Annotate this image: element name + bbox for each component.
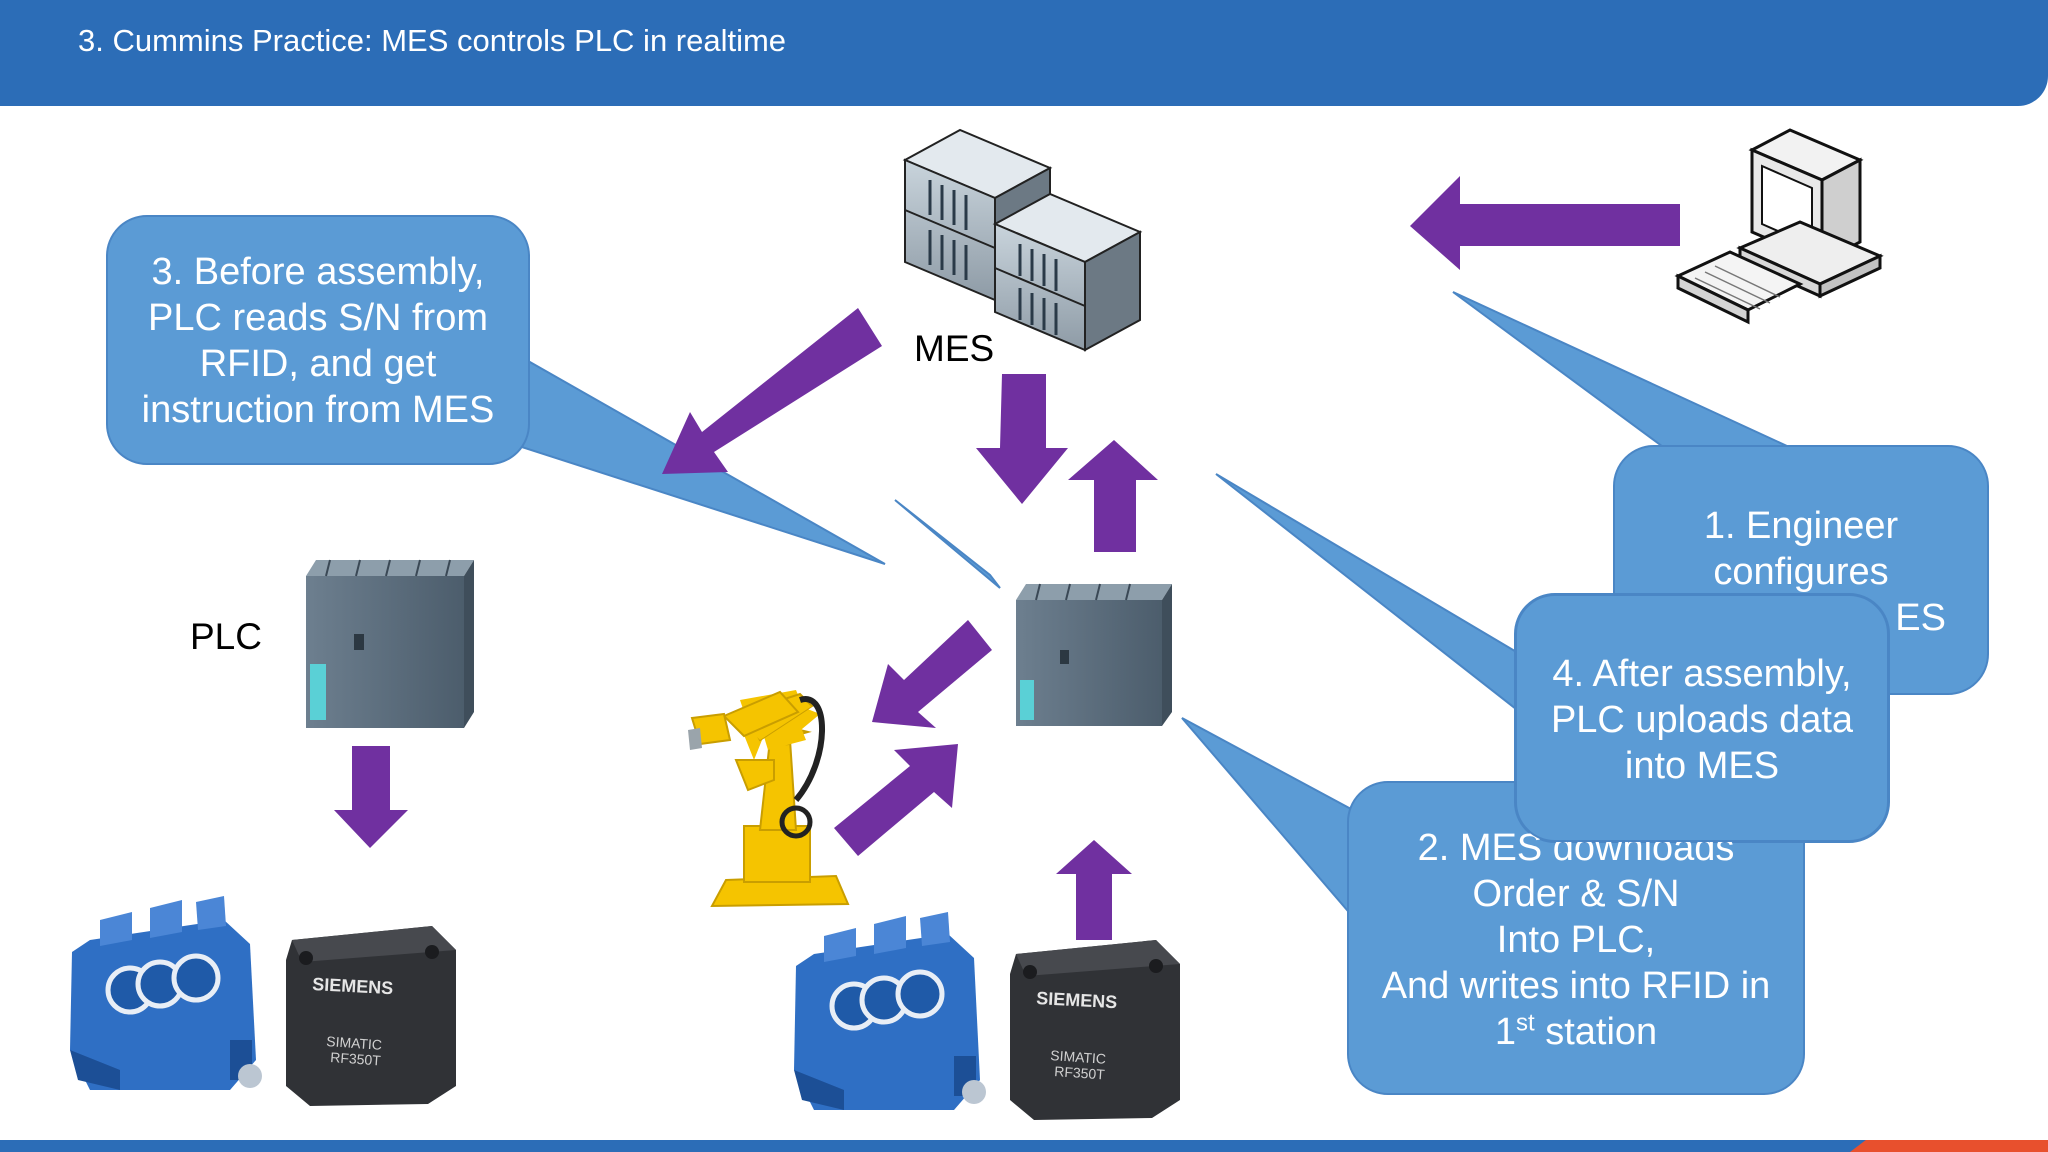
callout-step2	[1181, 717, 1805, 1095]
rfid-left-model-2: RF350T	[330, 1049, 382, 1069]
rfid-left-brand: SIEMENS	[312, 974, 394, 998]
arrow-plc-to-robot	[872, 620, 992, 728]
rfid-center-model-1: SIMATIC	[1050, 1047, 1107, 1067]
arrow-pc-to-mes	[1410, 176, 1680, 270]
plc-label: PLC	[190, 616, 262, 657]
slide-title: 3. Cummins Practice: MES controls PLC in…	[78, 23, 787, 58]
arrow-robot-to-plc	[834, 744, 958, 856]
rfid-tag-left-icon: SIEMENS SIMATIC RF350T	[286, 926, 456, 1106]
title-bar: 3. Cummins Practice: MES controls PLC in…	[0, 0, 2048, 106]
rfid-center-model-2: RF350T	[1054, 1063, 1106, 1083]
callout-step1-text: 1. Engineer configures ES	[1703, 505, 1946, 639]
rfid-left-model-1: SIMATIC	[326, 1033, 383, 1053]
computer-icon	[1674, 128, 1884, 325]
mes-label: MES	[914, 328, 995, 369]
callout-step2-line5: 1st station	[1494, 1009, 1658, 1053]
arrow-plc-to-mes	[1068, 440, 1158, 552]
arrow-plc-to-engine	[334, 746, 408, 848]
rfid-center-brand: SIEMENS	[1036, 988, 1118, 1012]
arrow-mes-to-left-plc	[662, 308, 882, 474]
footer-bar	[0, 1140, 2048, 1152]
callout-step2-text: Order & S/N Into PLC, And writes into RF…	[1348, 871, 1804, 1055]
engine-left-icon	[70, 896, 262, 1090]
arrow-rfid-to-plc	[1056, 840, 1132, 940]
footer-accent	[1850, 1140, 2048, 1152]
plc-left-icon	[306, 559, 474, 728]
robot-arm-icon	[688, 690, 850, 908]
plc-center-icon	[1016, 583, 1172, 726]
callout-step3-text: 3. Before assembly, PLC reads S/N from R…	[141, 251, 495, 431]
engine-center-icon	[794, 912, 986, 1110]
arrow-mes-to-plc	[976, 374, 1068, 504]
mes-server-icon	[902, 128, 1143, 352]
callout-step4-text: 4. After assembly, PLC uploads data into…	[1550, 653, 1854, 787]
rfid-tag-center-icon: SIEMENS SIMATIC RF350T	[1010, 940, 1180, 1120]
callout-step4-box	[1515, 594, 1889, 842]
